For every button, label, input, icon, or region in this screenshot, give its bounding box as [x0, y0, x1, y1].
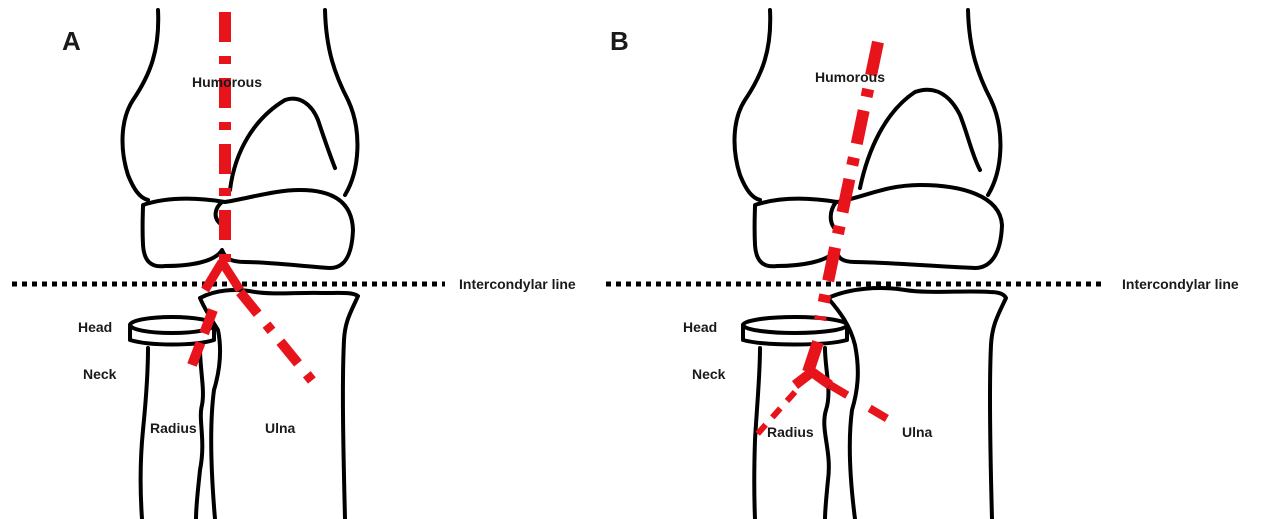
panel-a-olecranon [230, 99, 335, 190]
panel-b-ulna-label: Ulna [902, 424, 933, 440]
panel-b-ulna [828, 288, 1006, 519]
panel-a-radius-label: Radius [150, 420, 197, 436]
panel-a-intercondylar-label: Intercondylar line [459, 276, 576, 292]
panel-a-ulna [200, 290, 358, 519]
panel-b-radius [743, 325, 847, 519]
panel-a: A Intercondylar line Humorous Head Neck … [12, 10, 576, 519]
panel-b: B Intercondylar line Humorous Head Neck … [606, 10, 1239, 519]
panel-b-neck-label: Neck [692, 366, 726, 382]
panel-b-radius-label: Radius [767, 424, 814, 440]
panel-b-radial-head-top [743, 317, 847, 333]
panel-b-humerus-label: Humorous [815, 69, 885, 85]
panel-a-letter: A [62, 26, 81, 56]
panel-a-humerus-label: Humorous [192, 74, 262, 90]
panel-a-ulnar-axis [240, 292, 318, 388]
panel-a-neck-label: Neck [83, 366, 117, 382]
panel-b-condyle [755, 185, 1002, 268]
panel-b-olecranon [860, 90, 980, 188]
panel-a-humerus-outline [123, 10, 358, 200]
panel-b-ulnar-axis [830, 385, 898, 425]
panel-b-head-label: Head [683, 319, 717, 335]
panel-a-ulna-label: Ulna [265, 420, 296, 436]
panel-b-humerus-outline [735, 10, 1001, 200]
panel-b-axis-junction [795, 372, 830, 385]
panel-b-letter: B [610, 26, 629, 56]
panel-a-condyle [143, 190, 353, 268]
panel-a-head-label: Head [78, 319, 112, 335]
panel-b-intercondylar-label: Intercondylar line [1122, 276, 1239, 292]
panel-b-radial-neck-axis [808, 342, 818, 372]
